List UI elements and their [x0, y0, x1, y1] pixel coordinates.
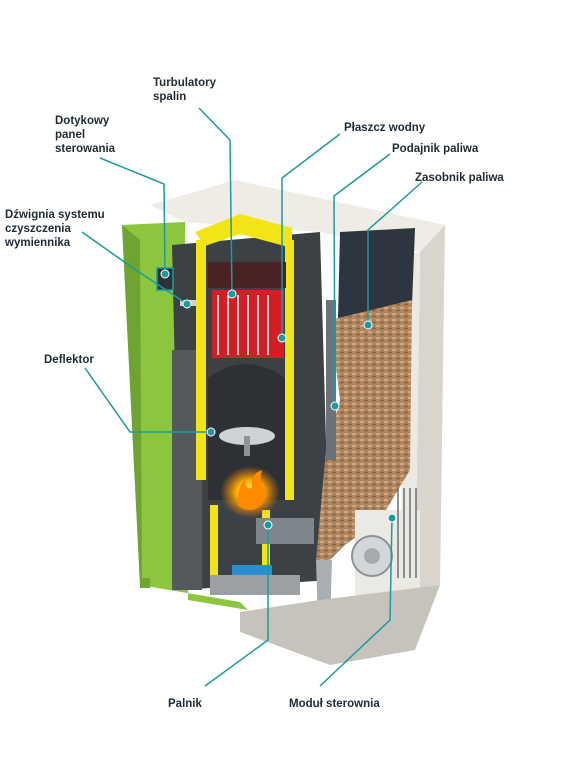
- fuel-pellets: [316, 300, 412, 560]
- dot-marker-icon: [160, 269, 170, 279]
- dot-marker-icon: [182, 299, 192, 309]
- green-front-shade: [122, 225, 142, 585]
- control-module-vents: [397, 488, 417, 578]
- label-modul: Moduł sterownia: [289, 698, 380, 710]
- feeder-auger: [326, 300, 336, 460]
- ash-drawer: [210, 575, 300, 595]
- deflector-support: [244, 436, 250, 456]
- boiler-base-tray: [240, 585, 440, 665]
- front-foot: [140, 578, 150, 588]
- leader-deflektor: [84, 367, 211, 433]
- leader-zasobnik: [367, 181, 423, 325]
- dot-marker-icon: [227, 289, 237, 299]
- leader-plaszcz: [281, 133, 341, 338]
- leader-turbulatory: [198, 107, 233, 295]
- dot-marker-icon: [330, 401, 340, 411]
- leader-modul: [319, 517, 393, 687]
- flame-icon: [237, 470, 266, 510]
- casing-right-side: [415, 225, 445, 600]
- label-palnik: Palnik: [168, 698, 202, 710]
- label-podajnik: Podajnik paliwa: [392, 143, 479, 155]
- hopper-back-wall: [338, 228, 415, 318]
- leader-podajnik: [333, 153, 391, 407]
- fan-icon: [351, 535, 393, 577]
- label-zasobnik: Zasobnik paliwa: [415, 172, 504, 184]
- leader-markers: [160, 269, 397, 530]
- burner-box: [256, 518, 314, 544]
- label-dzwignia: Dźwignia systemu czyszczenia wymiennika: [5, 209, 105, 249]
- dot-marker-icon: [277, 333, 287, 343]
- label-deflektor: Deflektor: [44, 354, 94, 366]
- dot-marker-icon: [206, 427, 216, 437]
- label-plaszcz: Płaszcz wodny: [344, 122, 426, 134]
- label-turbulatory: Turbulatory spalin: [153, 77, 217, 103]
- label-panel: Dotykowy panel sterowania: [55, 115, 116, 155]
- turbulator-tubes: [217, 295, 269, 355]
- leader-lines: [81, 107, 423, 687]
- insulation-top: [195, 214, 292, 248]
- dot-marker-icon: [387, 513, 397, 523]
- leader-panel: [99, 157, 166, 275]
- dot-marker-icon: [363, 320, 373, 330]
- exchanger-top-cover: [208, 262, 286, 288]
- insulation-right: [285, 240, 294, 500]
- insulation-left: [196, 240, 206, 480]
- dot-marker-icon: [263, 520, 273, 530]
- leader-palnik: [204, 525, 269, 687]
- leader-dzwignia: [81, 231, 188, 305]
- insulation-bottom-left: [210, 505, 218, 575]
